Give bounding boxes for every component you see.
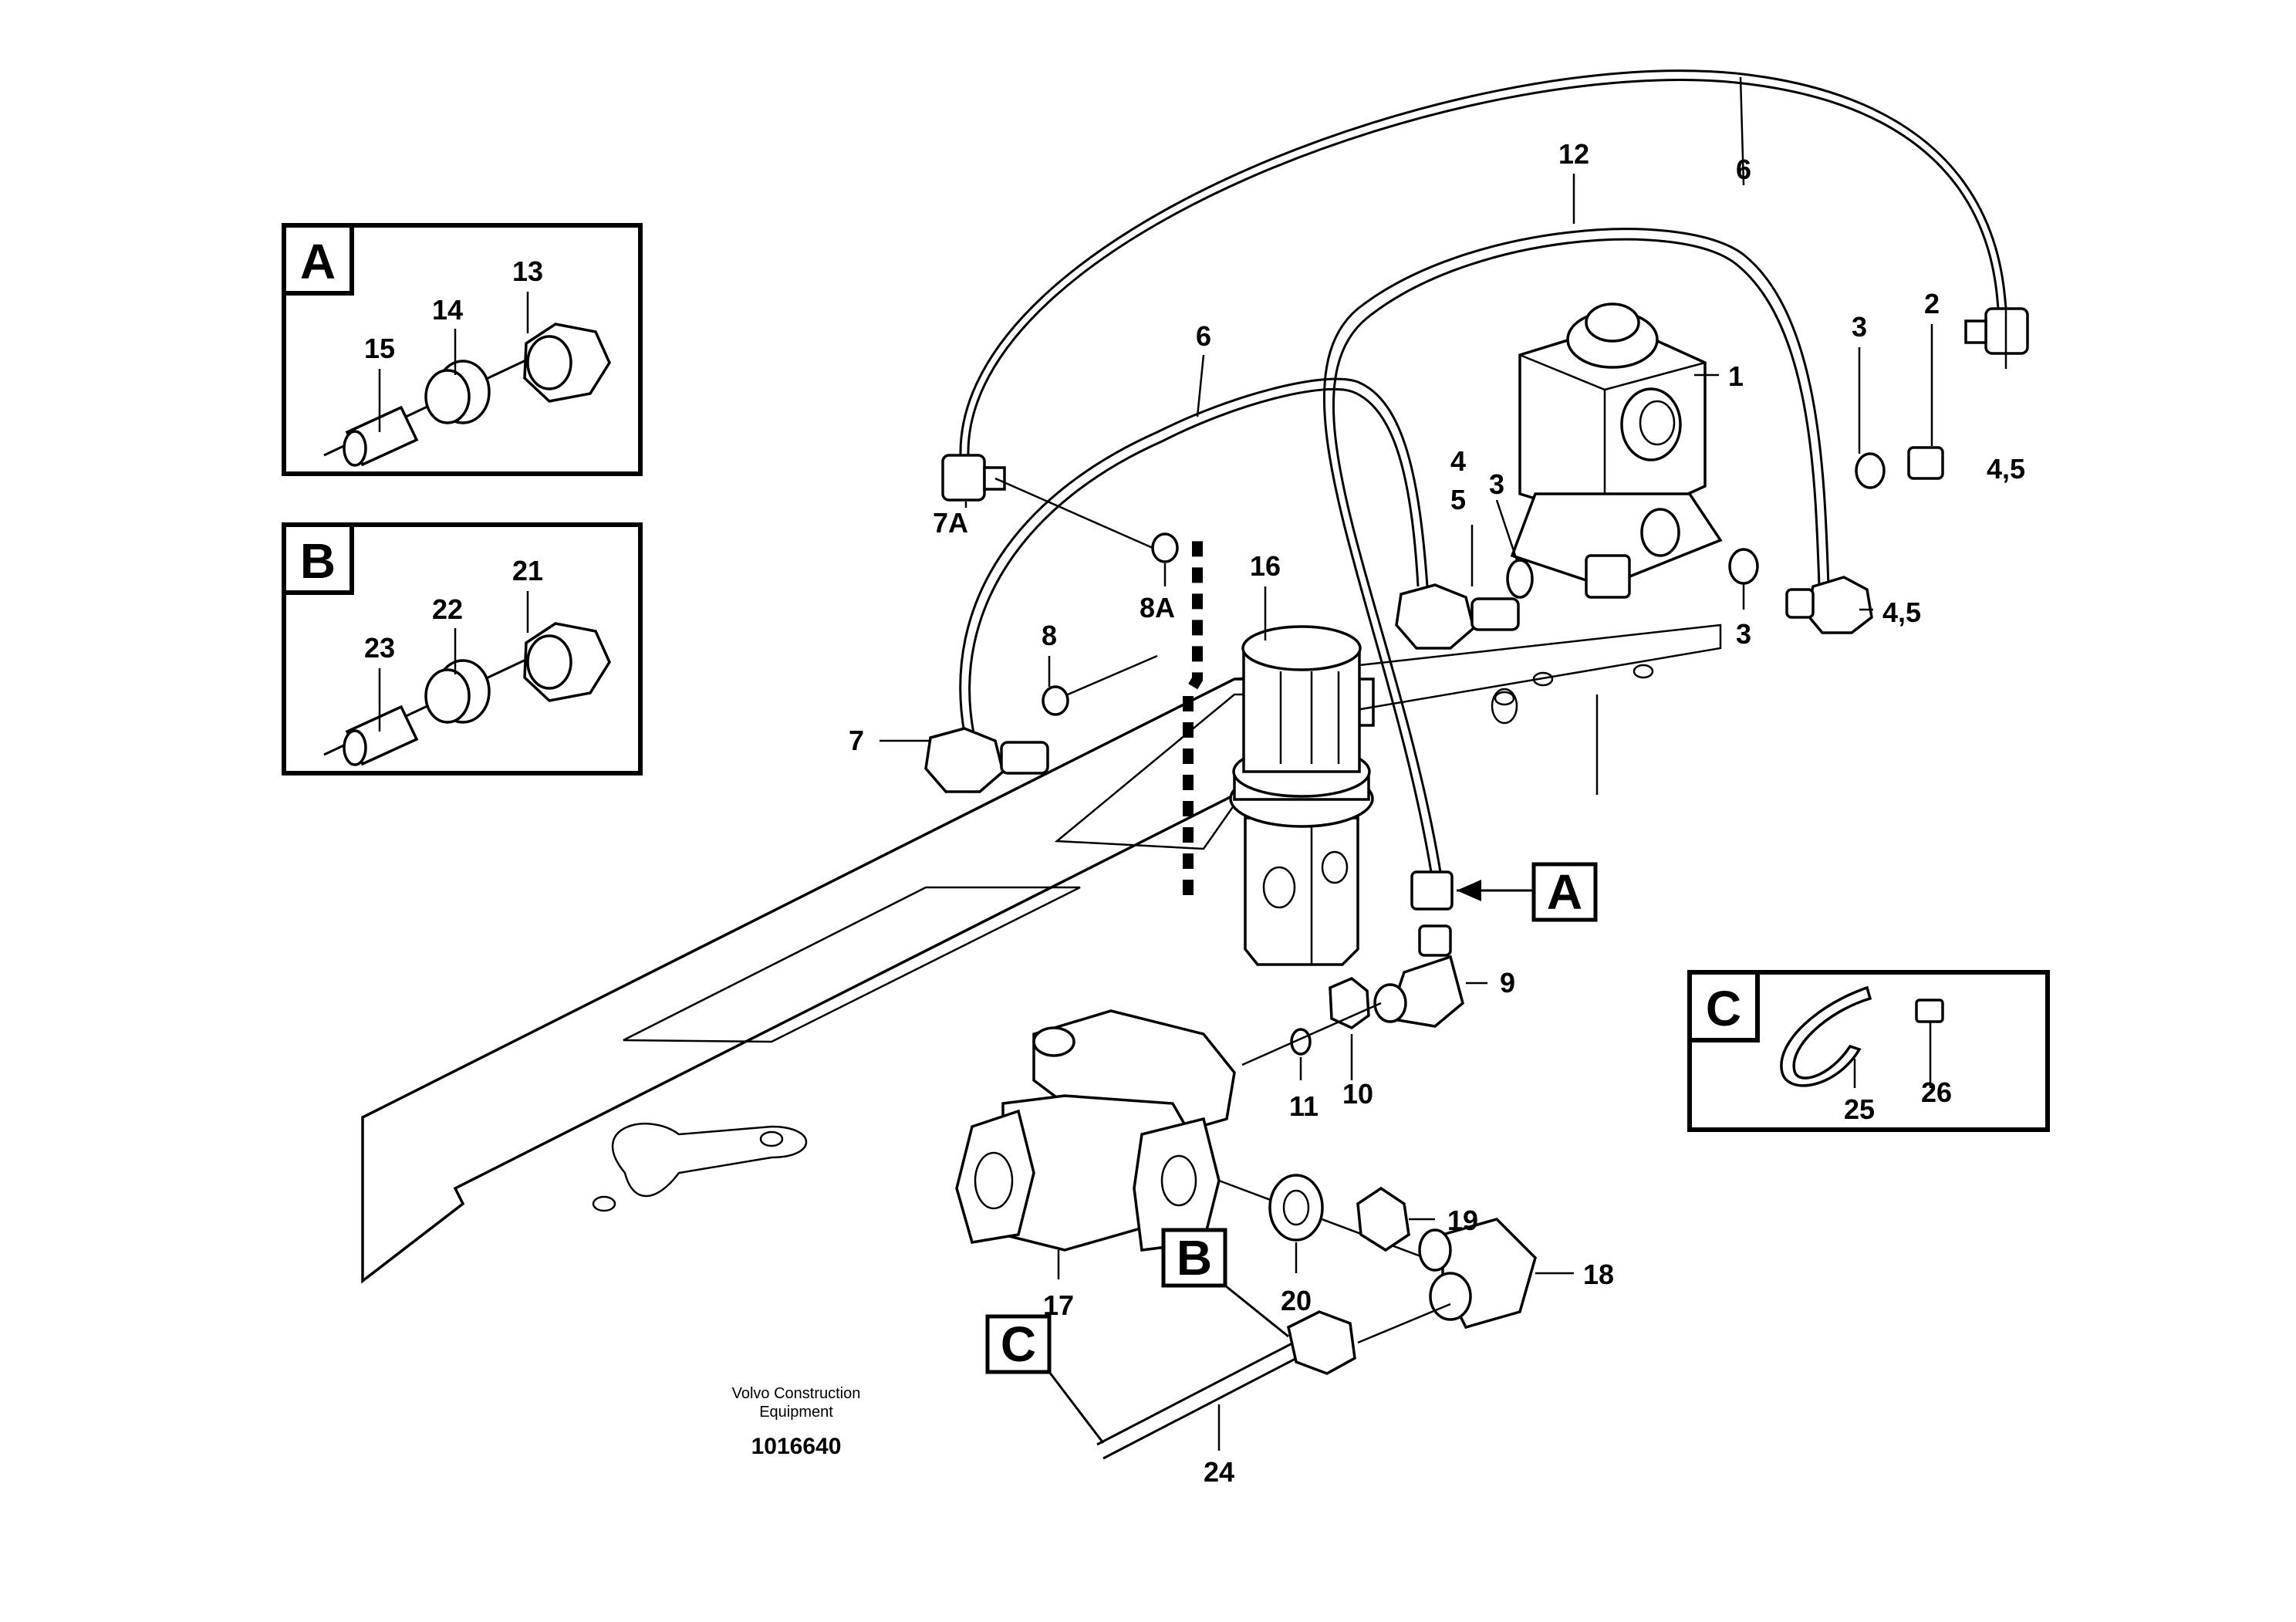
callout-3c: 3 (1736, 618, 1751, 650)
callout-11: 11 (1289, 1090, 1319, 1122)
nut-10-washer-11 (1241, 976, 1382, 1066)
part-25-cable-tie (1780, 985, 1872, 1087)
footer: Volvo Construction Equipment 1016640 (732, 1385, 861, 1459)
callout-17: 17 (1043, 1289, 1074, 1321)
part-21-nut (523, 622, 611, 702)
footer-company-line2: Equipment (759, 1404, 833, 1421)
detail-box-c-letter: C (1706, 981, 1741, 1036)
pressure-regulator-16 (1229, 625, 1374, 966)
leader-lines (378, 76, 2007, 1451)
tag-a: A (1457, 862, 1598, 922)
callout-16: 16 (1250, 550, 1281, 582)
callout-25: 25 (1844, 1093, 1875, 1125)
callout-15: 15 (364, 333, 395, 364)
callout-4-5-top: 4,5 (1987, 453, 2025, 485)
callout-18: 18 (1583, 1259, 1614, 1290)
callout-8: 8 (1042, 620, 1057, 651)
tag-b-letter: B (1177, 1230, 1212, 1286)
detail-box-a: A (282, 223, 643, 476)
callout-8a: 8A (1140, 592, 1175, 623)
callout-12: 12 (1558, 138, 1589, 170)
callout-5: 5 (1450, 484, 1466, 515)
part-14-ferrule (424, 360, 491, 424)
detail-box-b: B (282, 522, 643, 776)
part-2-plug (1907, 446, 1944, 480)
callout-23: 23 (364, 632, 395, 664)
fitting-7 (924, 727, 1049, 793)
callout-7: 7 (849, 725, 864, 756)
callout-7a: 7A (933, 507, 968, 539)
hose-6-lower (959, 377, 1429, 734)
callout-26: 26 (1921, 1076, 1952, 1108)
tag-b: B (1161, 1228, 1289, 1338)
footer-drawing-number: 1016640 (751, 1434, 842, 1459)
tag-a-letter: A (1547, 864, 1582, 920)
part-26-clip (1915, 999, 1944, 1023)
elbow-9 (1373, 955, 1464, 1028)
hose-6-upper (959, 69, 2007, 456)
callout-22: 22 (432, 593, 463, 625)
callout-21: 21 (512, 555, 543, 586)
part-22-ferrule (424, 659, 491, 724)
fitting-4-5-lower-right (1785, 576, 1873, 634)
washers-3 (1506, 452, 1886, 599)
hose-8-dashed (1183, 532, 1203, 895)
footer-company-line1: Volvo Construction (732, 1385, 861, 1402)
part-13-nut (523, 323, 611, 403)
callout-labels: 1 2 3 3 3 4 5 4,5 4,5 6 6 7 7A 8 8A 9 10… (364, 138, 2025, 1488)
callout-10: 10 (1342, 1078, 1373, 1110)
fitting-7a (941, 454, 1006, 502)
elbow-18 (1418, 1218, 1537, 1330)
o-rings-8-8a (994, 477, 1179, 716)
tube-24 (1096, 1303, 1451, 1460)
callout-2: 2 (1924, 288, 1940, 319)
callout-3b: 3 (1489, 468, 1504, 500)
tag-c: C (985, 1314, 1105, 1444)
callout-14: 14 (432, 294, 463, 326)
callout-9: 9 (1500, 967, 1515, 999)
fitting-4-5-left (1395, 583, 1520, 650)
callout-13: 13 (512, 255, 543, 287)
detail-box-c: C (1687, 970, 2050, 1132)
callout-4: 4 (1450, 445, 1466, 477)
hose-nut-a (1410, 870, 1454, 957)
hose-12 (1323, 228, 1830, 873)
part-15-sleeve (343, 405, 419, 467)
callout-6-left: 6 (1196, 320, 1211, 352)
callout-6-top: 6 (1736, 154, 1751, 185)
callout-1: 1 (1728, 360, 1744, 392)
callout-20: 20 (1281, 1285, 1312, 1316)
tag-c-letter: C (1001, 1316, 1036, 1372)
detail-box-a-letter: A (300, 234, 336, 289)
detail-box-b-letter: B (300, 533, 336, 589)
callout-24: 24 (1204, 1456, 1234, 1488)
valve-body-17 (955, 1009, 1467, 1275)
callout-4-5-bottom: 4,5 (1882, 596, 1921, 628)
part-23-sleeve (343, 705, 419, 766)
callout-19: 19 (1447, 1205, 1478, 1236)
solenoid-valve-1 (1510, 302, 1723, 599)
callout-3a: 3 (1852, 311, 1867, 343)
washer-20-nut-19 (1268, 1174, 1410, 1252)
fitting-4-5-right (1964, 307, 2029, 355)
